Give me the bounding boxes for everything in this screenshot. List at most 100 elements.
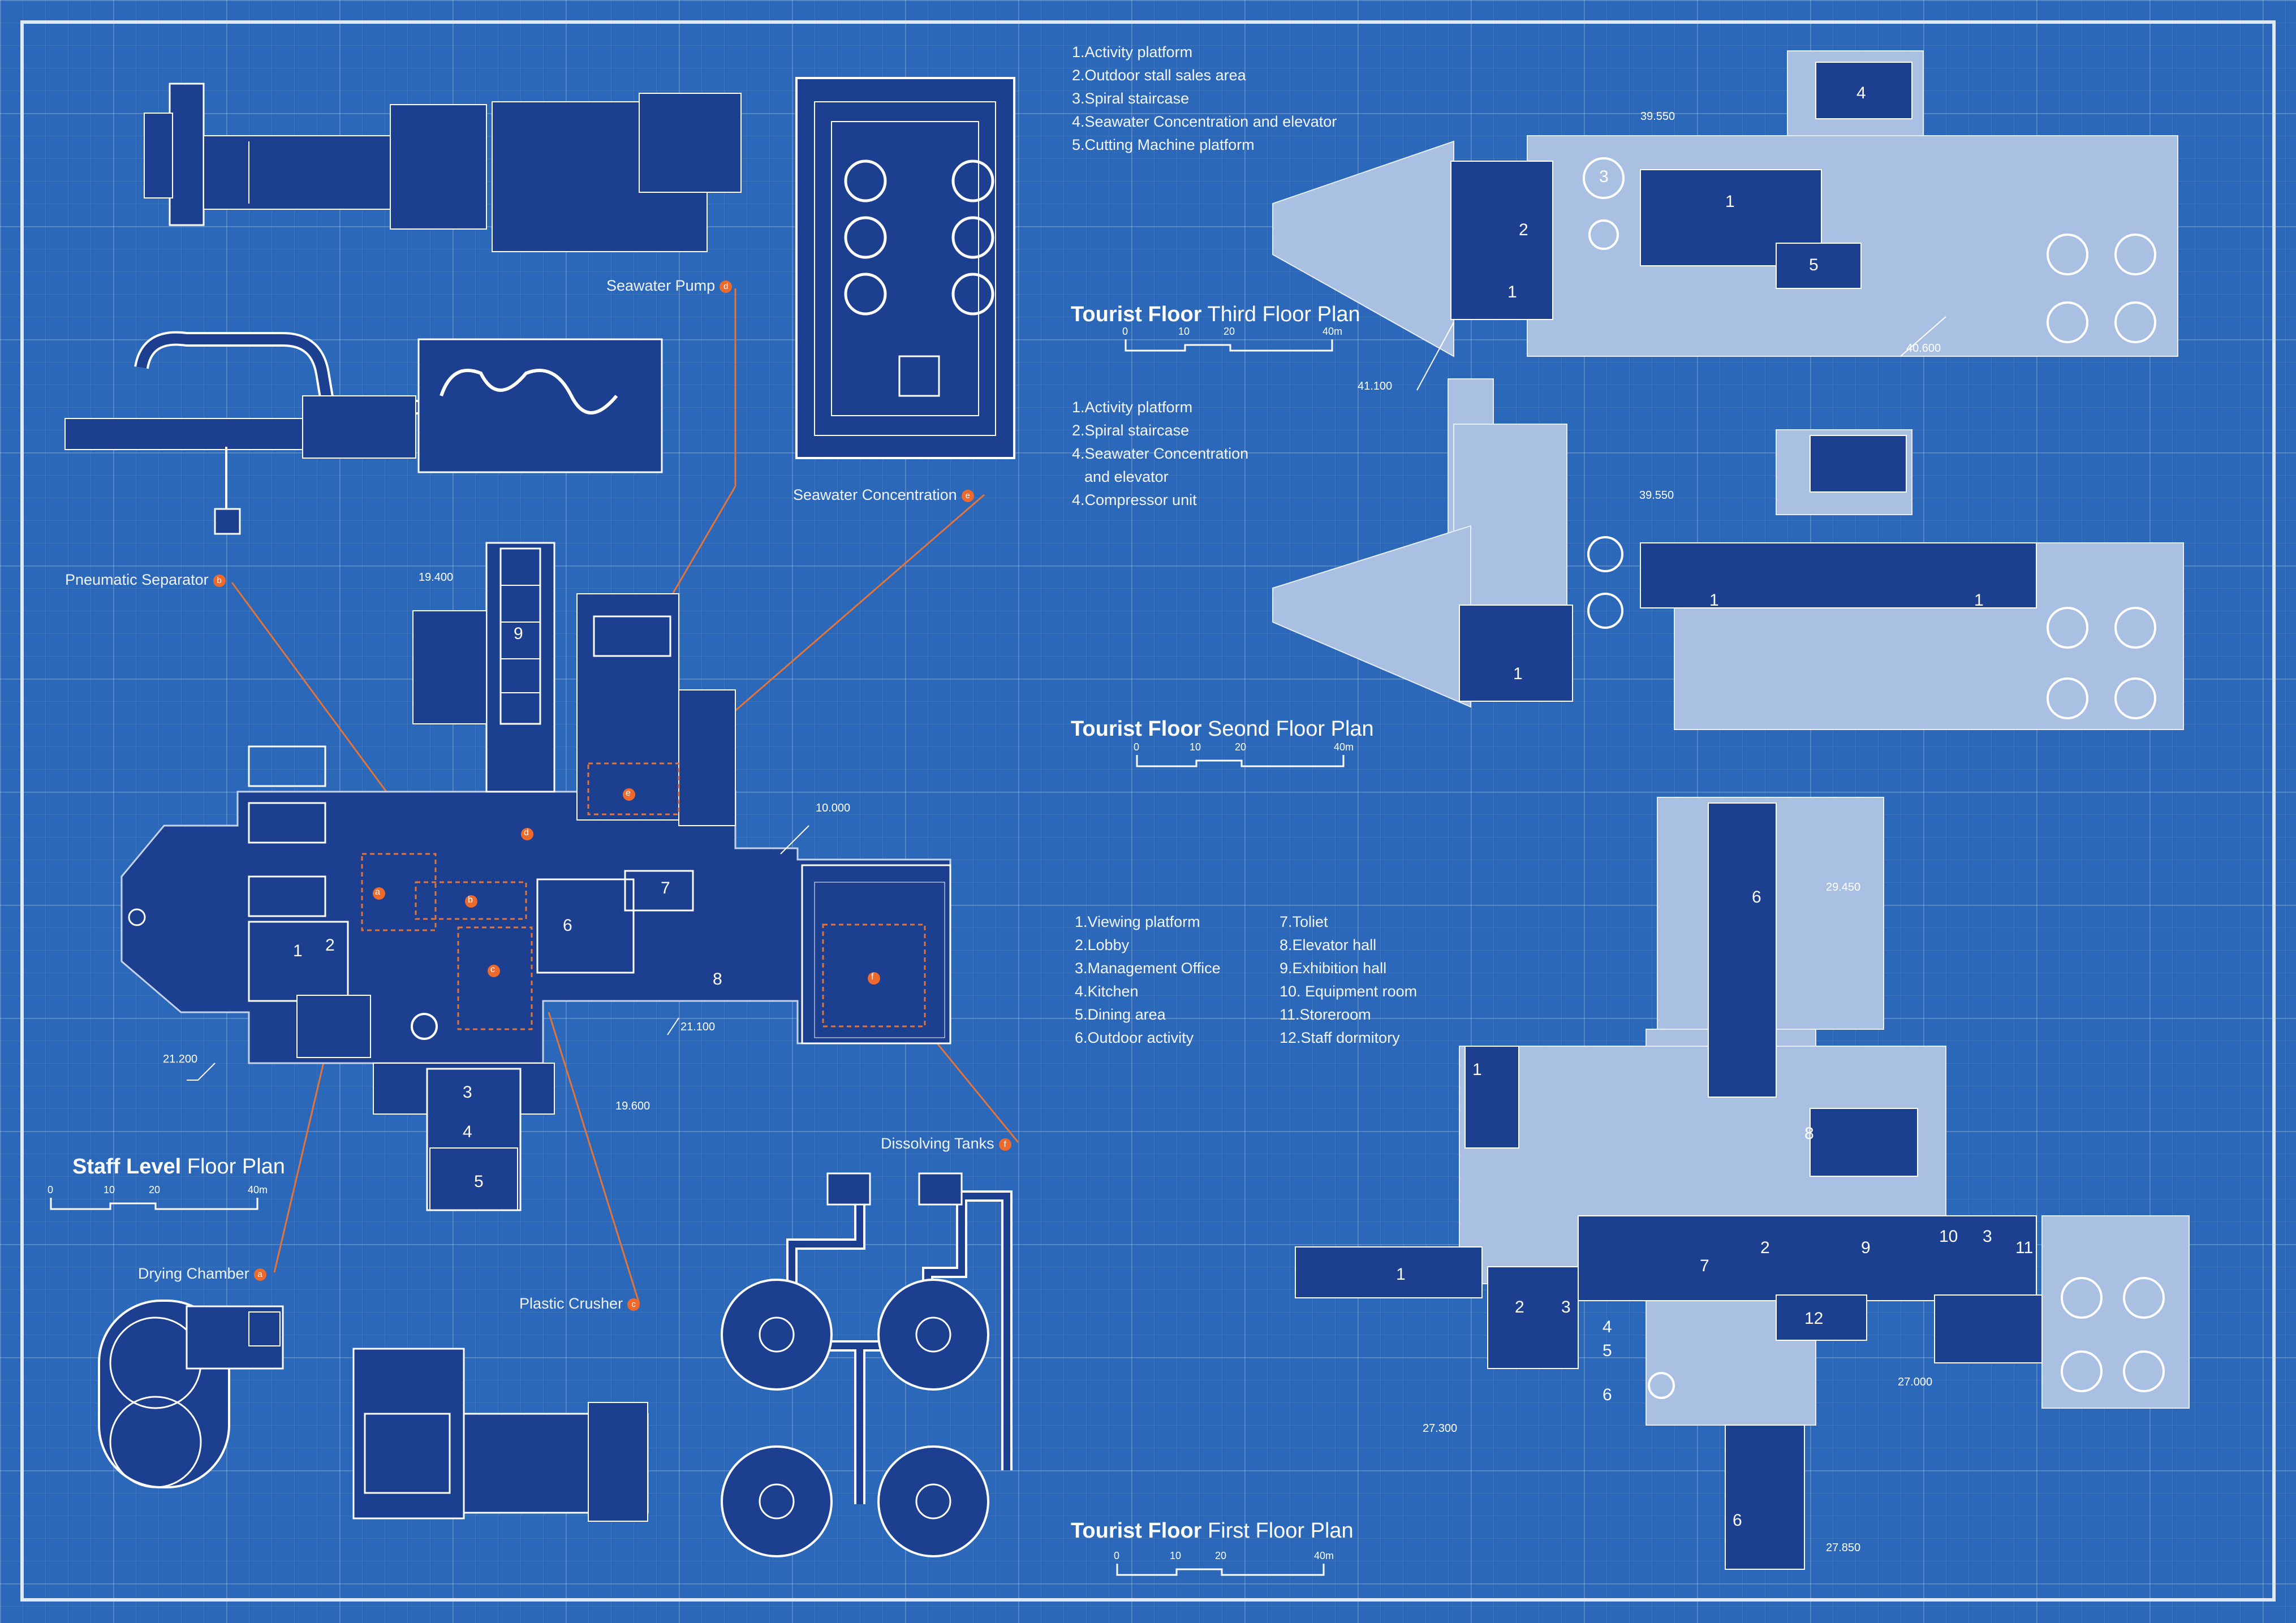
room-number: 12: [1804, 1309, 1824, 1328]
room-number: 7: [661, 879, 670, 897]
title-bold: Tourist Floor: [1071, 1519, 1202, 1543]
room-number: 9: [1861, 1238, 1871, 1257]
legend-item: 4.Seawater Concentration and elevator: [1072, 113, 1337, 130]
room-number: 1: [1974, 591, 1984, 610]
second-floor-title: Tourist Floor Seond Floor Plan: [1071, 717, 1374, 741]
marker-dot: b: [213, 574, 226, 587]
scale-tick: 0: [1114, 1550, 1120, 1561]
room-number: 6: [1603, 1385, 1612, 1404]
legend-item: 1.Viewing platform: [1075, 913, 1200, 930]
room-number: 4: [1856, 84, 1866, 102]
legend-item: 4.Kitchen: [1075, 983, 1139, 1000]
first-floor-plan: [1295, 797, 2190, 1570]
sheet-border: [20, 20, 2276, 1602]
room-number: 4: [1603, 1318, 1612, 1336]
legend-item: 10. Equipment room: [1280, 983, 1418, 1000]
label-text: Seawater Concentration: [793, 486, 957, 503]
level-mark: 21.100: [680, 1021, 716, 1033]
room-number: 5: [1809, 256, 1819, 274]
marker-dot: d: [720, 280, 733, 293]
marker-letter: b: [468, 895, 473, 905]
seawater-concentration-drawing: [795, 77, 1015, 459]
level-mark: 39.550: [1639, 489, 1674, 502]
scale-tick: 20: [1224, 326, 1235, 337]
room-number: 3: [463, 1083, 472, 1102]
pneumatic-separator-drawing: [64, 331, 663, 535]
room-number: 1: [1709, 591, 1719, 610]
leader-plastic-crusher: [548, 1012, 640, 1304]
legend-item: 7.Toliet: [1280, 913, 1328, 930]
label-text: Drying Chamber: [138, 1265, 249, 1282]
title-rest: Seond Floor Plan: [1201, 717, 1374, 741]
scale-tick: 10: [104, 1184, 115, 1195]
legend-item: 3.Spiral staircase: [1072, 90, 1190, 107]
drying-chamber-drawing: [98, 1300, 284, 1488]
legend-item: 12.Staff dormitory: [1280, 1029, 1400, 1046]
marker-letter: e: [626, 788, 631, 798]
scale-tick: 40m: [1314, 1550, 1334, 1561]
room-number: 1: [1507, 283, 1517, 301]
marker-letter: f: [871, 972, 874, 982]
room-number: 4: [463, 1123, 472, 1141]
title-rest: Third Floor Plan: [1201, 303, 1360, 326]
level-mark: 41.100: [1358, 380, 1393, 392]
legend-item: 3.Management Office: [1075, 960, 1221, 977]
level-mark: 40.600: [1906, 342, 1941, 355]
scale-tick: 20: [1215, 1550, 1227, 1561]
room-number: 3: [1983, 1227, 1992, 1246]
dissolving-tanks-drawing: [721, 1172, 1013, 1557]
room-number: 8: [713, 970, 722, 989]
marker-dot: f: [998, 1138, 1011, 1151]
scale-tick: 20: [149, 1184, 161, 1195]
legend-item: 9.Exhibition hall: [1280, 960, 1387, 977]
legend-item: 2.Lobby: [1075, 936, 1130, 953]
scale-tick: 0: [1134, 741, 1140, 753]
drying-chamber-label: Drying Chamber a: [138, 1265, 266, 1283]
scale-tick: 10: [1190, 741, 1201, 753]
third-floor-title: Tourist Floor Third Floor Plan: [1071, 303, 1360, 327]
level-mark: 21.200: [163, 1053, 198, 1065]
level-mark: 39.550: [1640, 110, 1675, 123]
level-mark: 27.000: [1898, 1376, 1933, 1388]
room-number: 1: [293, 942, 303, 960]
room-number: 3: [1599, 167, 1609, 186]
third-floor-plan: [1272, 50, 2178, 391]
legend-item: 5.Cutting Machine platform: [1072, 136, 1255, 153]
legend-item: 2.Outdoor stall sales area: [1072, 67, 1246, 84]
scale-tick: 40m: [1334, 741, 1354, 753]
marker-letter: c: [490, 965, 495, 974]
room-number: 8: [1804, 1124, 1814, 1143]
title-bold: Tourist Floor: [1071, 303, 1202, 326]
label-text: Plastic Crusher: [519, 1295, 623, 1312]
scale-tick: 40m: [248, 1184, 268, 1195]
room-number: 2: [1519, 221, 1528, 239]
room-number: 9: [514, 624, 523, 643]
label-text: Dissolving Tanks: [881, 1135, 994, 1152]
legend-item: 1.Activity platform: [1072, 399, 1193, 416]
level-mark: 10.000: [816, 802, 851, 814]
second-floor-plan: [1272, 378, 2184, 730]
dissolving-tanks-label: Dissolving Tanks f: [881, 1135, 1011, 1152]
marker-dot: c: [627, 1298, 640, 1311]
room-number: 2: [1760, 1238, 1770, 1257]
title-rest: Floor Plan: [181, 1155, 285, 1179]
room-number: 1: [1513, 664, 1523, 683]
title-bold: Staff Level: [72, 1155, 182, 1179]
level-mark: 27.300: [1423, 1422, 1458, 1435]
room-number: 6: [1752, 888, 1761, 907]
legend-item: 2.Spiral staircase: [1072, 422, 1190, 439]
scale-tick: 40m: [1323, 326, 1343, 337]
scale-bars: [50, 339, 1345, 1576]
marker-dot: a: [253, 1268, 266, 1281]
legend-item: 4.Seawater Concentration: [1072, 445, 1249, 462]
room-number: 11: [2015, 1238, 2034, 1257]
legend-item: 6.Outdoor activity: [1075, 1029, 1194, 1046]
title-bold: Tourist Floor: [1071, 717, 1202, 741]
leader-pneumatic-separator: [231, 582, 408, 821]
scale-tick: 10: [1178, 326, 1190, 337]
